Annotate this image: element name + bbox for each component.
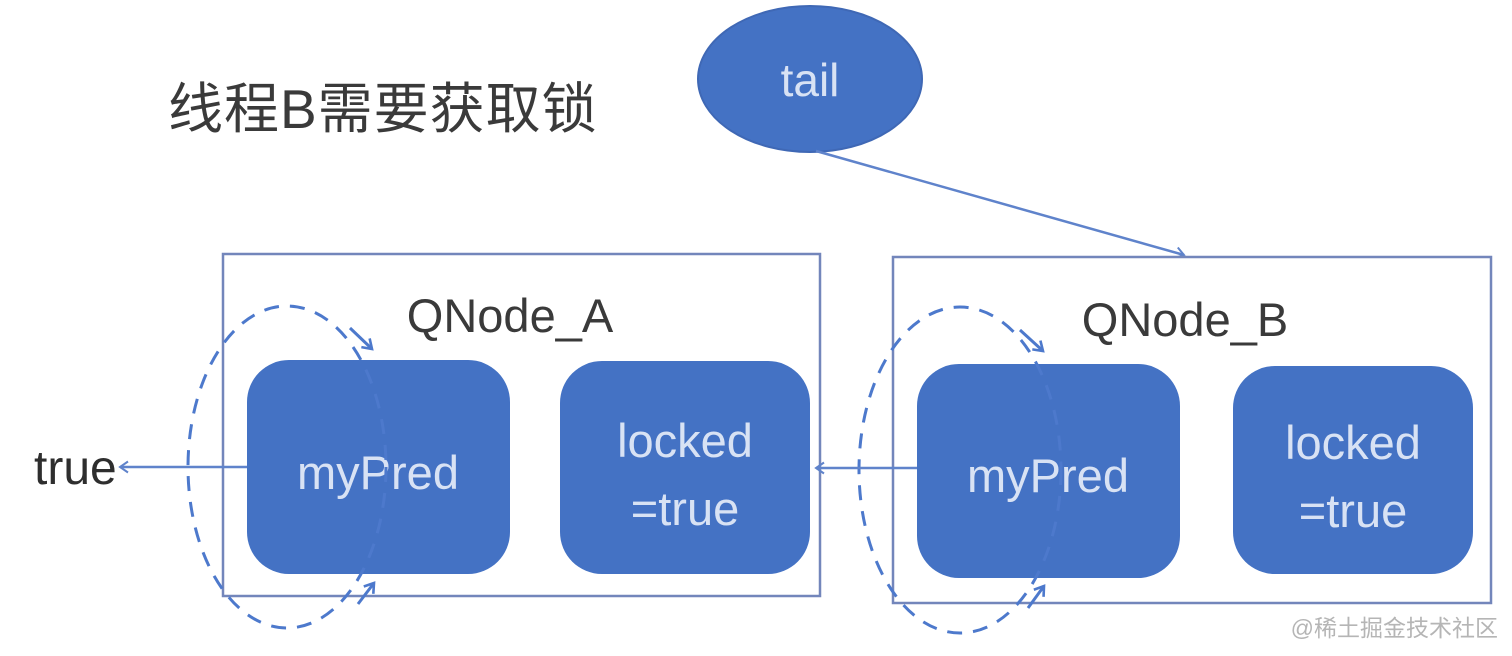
qnode-b-locked-label-line2: =true bbox=[1299, 484, 1407, 537]
true-value-label: true bbox=[34, 442, 117, 495]
qnode-b-mypred-label: myPred bbox=[967, 449, 1129, 502]
qnode-b-spin-loop-bottom-arrowhead bbox=[1026, 584, 1046, 609]
qnode-a-spin-loop-bottom-arrowhead bbox=[356, 581, 376, 605]
qnode-b-locked-label-line1: locked bbox=[1285, 416, 1421, 469]
qnode-a-locked-node bbox=[560, 361, 810, 574]
qnode-a-locked-label-line2: =true bbox=[631, 482, 739, 535]
qnode-a-spin-loop bbox=[186, 304, 388, 630]
qnode-b-title: QNode_B bbox=[1082, 293, 1288, 346]
qnode-a-mypred-node bbox=[247, 360, 510, 574]
qnode-a-mypred-label: myPred bbox=[297, 446, 459, 499]
watermark: @稀土掘金技术社区 bbox=[1291, 615, 1498, 641]
arrow-tail-to-qnode-b bbox=[815, 149, 1186, 260]
heading-thread-b-needs-lock: 线程B需要获取锁 bbox=[168, 78, 598, 140]
qnode-b-locked-node bbox=[1233, 366, 1473, 574]
tail-pointer-node bbox=[697, 5, 923, 153]
tail-pointer-label: tail bbox=[781, 54, 840, 106]
qnode-b-spin-loop bbox=[857, 305, 1063, 635]
qnode-b-mypred-node bbox=[917, 364, 1180, 578]
qnode-a-locked-label-line1: locked bbox=[617, 414, 753, 467]
qnode-a-spin-loop-top-arrowhead bbox=[348, 326, 374, 351]
qnode-a-title: QNode_A bbox=[407, 289, 614, 342]
qnode-b-spin-loop-top-arrowhead bbox=[1018, 328, 1045, 353]
